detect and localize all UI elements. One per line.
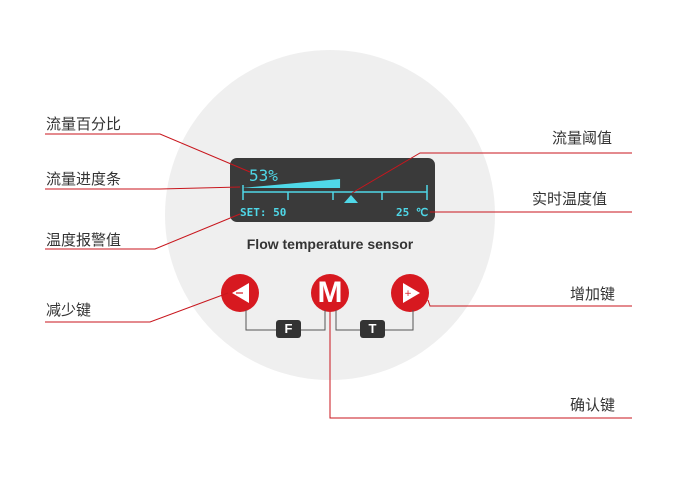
label-increase-key: 增加键 [570, 285, 616, 303]
label-realtime-temp: 实时温度值 [532, 190, 608, 208]
label-flow-threshold: 流量阈值 [552, 129, 613, 147]
flow-percent-value: 53% [249, 166, 278, 185]
lcd-display [230, 158, 435, 222]
scale-ruler [242, 185, 428, 200]
svg-text:+: + [404, 289, 412, 299]
flow-progress-bar [242, 179, 341, 188]
threshold-marker-icon [344, 195, 358, 203]
device-title: Flow temperature sensor [246, 236, 414, 252]
label-decrease-key: 减少键 [46, 301, 92, 319]
temperature-value: 25 ℃ [396, 206, 429, 219]
set-value: SET: 50 [240, 206, 287, 219]
right-arrow-icon: + [403, 283, 420, 303]
label-temp-alarm: 温度报警值 [46, 231, 122, 249]
left-arrow-icon [232, 283, 249, 303]
mode-button[interactable]: M [311, 274, 349, 312]
increase-button[interactable]: + [391, 274, 429, 312]
t-key-label: T [360, 320, 385, 338]
label-flow-percent: 流量百分比 [46, 115, 122, 133]
label-flow-bar: 流量进度条 [46, 170, 122, 188]
label-confirm-key: 确认键 [570, 396, 616, 414]
f-key-label: F [276, 320, 301, 338]
